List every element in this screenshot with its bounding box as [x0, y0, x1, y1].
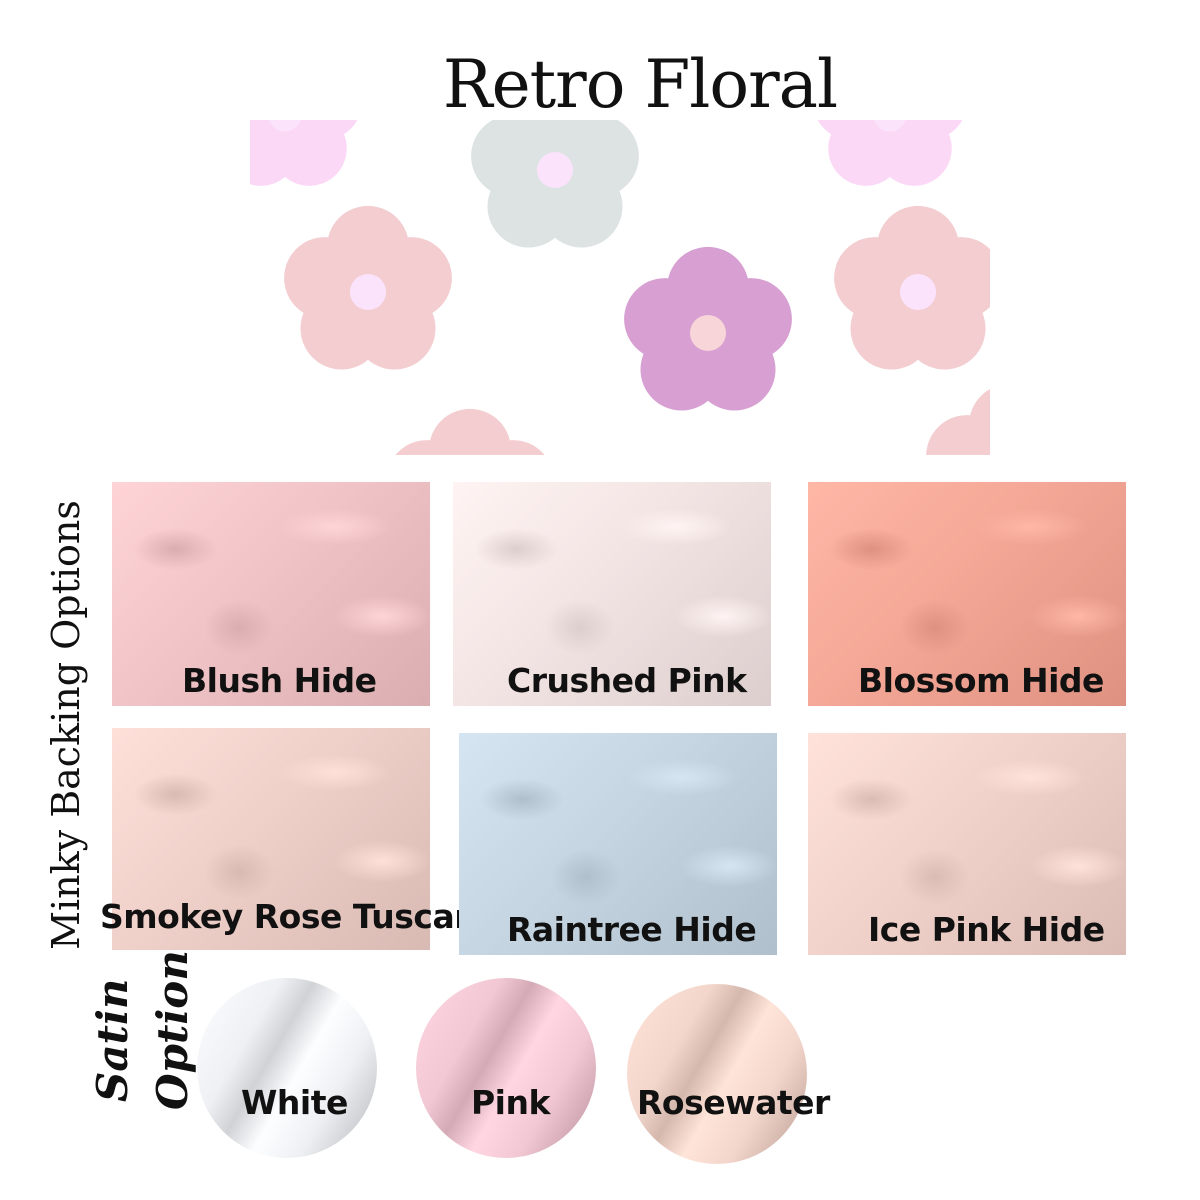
flower-icon: [834, 205, 990, 370]
satin-label-pink: Pink: [471, 1083, 550, 1122]
flower-icon: [817, 120, 963, 186]
page-title: Retro Floral: [442, 46, 838, 123]
flower-icon: [471, 120, 639, 248]
fabric-print-preview: [250, 120, 990, 455]
swatch-label: Blush Hide: [182, 661, 377, 700]
satin-heading-line1: Satin: [88, 978, 137, 1102]
minky-swatch-ice-pink-hide[interactable]: Ice Pink Hide: [808, 733, 1126, 955]
swatch-label: Raintree Hide: [507, 910, 757, 949]
minky-swatch-blossom-hide[interactable]: Blossom Hide: [808, 482, 1126, 706]
swatch-label: Ice Pink Hide: [868, 910, 1105, 949]
satin-label-rosewater: Rosewater: [637, 1083, 830, 1122]
flower-icon: [926, 389, 990, 455]
fabric-texture: [459, 733, 777, 955]
flower-icon: [395, 408, 545, 455]
satin-heading-line2: Option: [148, 950, 197, 1110]
satin-swatch-rosewater[interactable]: [627, 984, 807, 1164]
minky-swatch-raintree-hide[interactable]: Raintree Hide: [459, 733, 777, 955]
fabric-texture: [808, 482, 1126, 706]
satin-swatch-white[interactable]: [197, 978, 377, 1158]
swatch-label: Crushed Pink: [507, 661, 747, 700]
flower-icon: [624, 246, 792, 411]
satin-label-white: White: [241, 1083, 348, 1122]
minky-backing-heading: Minky Backing Options: [44, 500, 88, 950]
minky-swatch-smokey-rose-tuscany[interactable]: Smokey Rose Tuscany: [100, 728, 499, 950]
minky-swatch-crushed-pink[interactable]: Crushed Pink: [453, 482, 771, 706]
swatch-label: Blossom Hide: [858, 661, 1104, 700]
fabric-texture: [112, 728, 430, 950]
minky-swatch-blush-hide[interactable]: Blush Hide: [112, 482, 430, 706]
flower-icon: [284, 205, 452, 370]
flower-icon: [250, 120, 358, 186]
fabric-texture: [808, 733, 1126, 955]
retro-floral-pattern: [250, 120, 990, 455]
satin-swatch-pink[interactable]: [416, 978, 596, 1158]
fabric-texture: [453, 482, 771, 706]
fabric-texture: [112, 482, 430, 706]
swatch-label: Smokey Rose Tuscany: [100, 897, 499, 936]
